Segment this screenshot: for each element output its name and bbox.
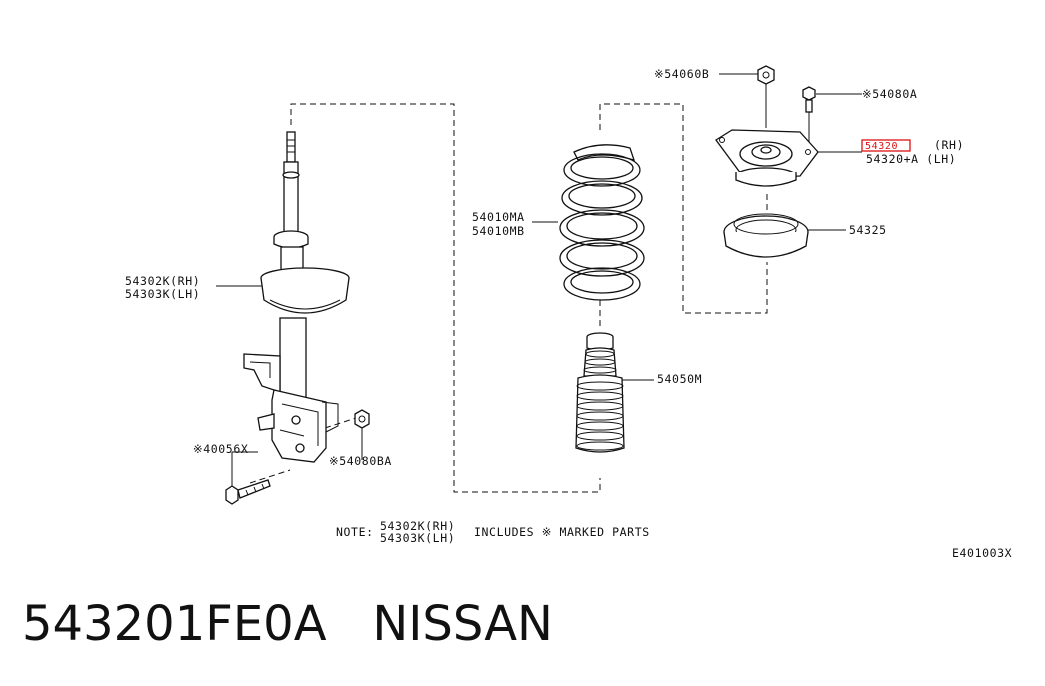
label-strut-rh: 54302K(RH) [125, 274, 200, 288]
label-bolt-54080a: ※54080A [862, 87, 917, 101]
highlight-box [861, 139, 911, 152]
strut-assembly [243, 131, 350, 463]
bearing-part [723, 213, 809, 258]
label-mount-rh-side: (RH) [934, 138, 964, 152]
label-nut-54080ba: ※54080BA [329, 454, 392, 468]
coil-spring-part [559, 144, 645, 301]
leader-lines [216, 73, 862, 486]
label-spring-ma: 54010MA [472, 210, 525, 224]
bolt-54080a-part [802, 86, 816, 142]
label-mount-rh[interactable]: 54320 [865, 141, 898, 152]
note-suffix: INCLUDES ※ MARKED PARTS [474, 525, 650, 539]
strut-mount-part [715, 129, 819, 187]
assembly-guide-lines [249, 103, 768, 493]
nut-54080ba-part [354, 409, 370, 429]
brand-name: NISSAN [372, 596, 553, 652]
label-nut-54060b: ※54060B [654, 67, 709, 81]
label-mount-lh: 54320+A (LH) [866, 152, 956, 166]
caption: 543201FE0A NISSAN [22, 596, 553, 652]
nut-54060b-part [757, 65, 775, 128]
label-strut-lh: 54303K(LH) [125, 287, 200, 301]
bump-stop-part [575, 332, 625, 453]
diagram-code: E401003X [952, 546, 1012, 560]
note: NOTE: 54302K(RH) 54303K(LH) INCLUDES ※ M… [336, 519, 650, 545]
label-bearing: 54325 [849, 223, 887, 237]
label-bumper: 54050M [657, 372, 702, 386]
label-spring-mb: 54010MB [472, 224, 525, 238]
label-bolt-40056x: ※40056X [193, 442, 248, 456]
note-line-1: 54302K(RH) [380, 519, 455, 533]
note-prefix: NOTE: [336, 525, 374, 539]
bolt-40056x-part [225, 479, 271, 505]
note-line-2: 54303K(LH) [380, 531, 455, 545]
part-number: 543201FE0A [22, 596, 327, 652]
